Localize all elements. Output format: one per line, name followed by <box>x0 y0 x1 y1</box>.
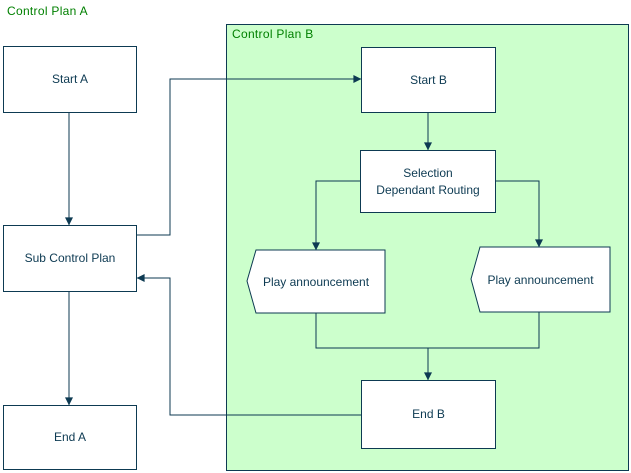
node-start-a: Start A <box>3 46 137 113</box>
node-sub-control-plan: Sub Control Plan <box>3 225 137 292</box>
node-end-a: End A <box>3 405 137 470</box>
connector-announcements-merge <box>315 312 540 349</box>
control-plan-b-title: Control Plan B <box>232 27 314 41</box>
node-end-b: End B <box>361 380 496 449</box>
routing-label-line-1: Selection <box>403 166 453 181</box>
connector-subplan-to-startb <box>137 75 362 236</box>
connector-routing-to-announce-right <box>496 180 543 248</box>
routing-label: Selection Dependant Routing <box>376 165 479 197</box>
connector-routing-to-announce-left <box>312 180 360 251</box>
announce-right-label: Play announcement <box>487 272 594 287</box>
announce-left-shape <box>246 249 386 314</box>
routing-label-line-2: Dependant Routing <box>376 182 480 197</box>
connector-endb-to-subplan <box>136 274 361 416</box>
node-start-b: Start B <box>361 47 496 113</box>
announce-right-shape <box>470 246 611 313</box>
announce-left-label: Play announcement <box>262 274 370 289</box>
control-plan-a-title: Control Plan A <box>7 4 88 18</box>
node-selection-dependant-routing: Selection Dependant Routing <box>360 150 496 213</box>
